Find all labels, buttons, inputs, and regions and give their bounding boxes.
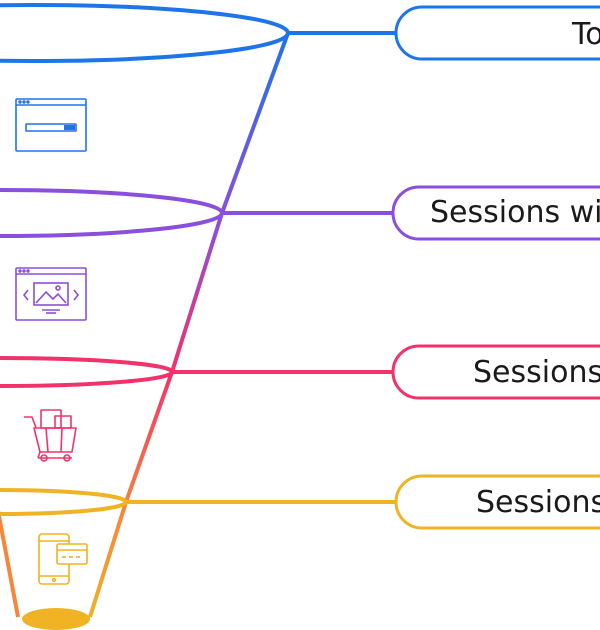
stage-ring-4	[0, 488, 128, 516]
stage-ring-3	[0, 356, 174, 388]
stage-label-text-3: Sessions	[473, 355, 600, 390]
stage-label-pill-2	[391, 185, 600, 241]
stage-label-text-4: Sessions	[476, 485, 600, 520]
stage-label-pill-4	[394, 474, 600, 530]
stage-ring-2	[0, 188, 224, 238]
product-gallery-icon	[15, 267, 87, 321]
stage-ring-1	[0, 3, 290, 63]
mobile-payment-icon	[38, 533, 88, 585]
stage-label-text-1: To	[571, 17, 600, 52]
stage-label-text-2: Sessions wi	[430, 195, 600, 230]
stage-label-pill-1	[394, 5, 600, 61]
shopping-cart-icon	[24, 409, 77, 462]
stage-label-pill-3	[391, 344, 600, 400]
browser-window-icon	[15, 98, 87, 152]
funnel-bottom	[22, 608, 90, 630]
